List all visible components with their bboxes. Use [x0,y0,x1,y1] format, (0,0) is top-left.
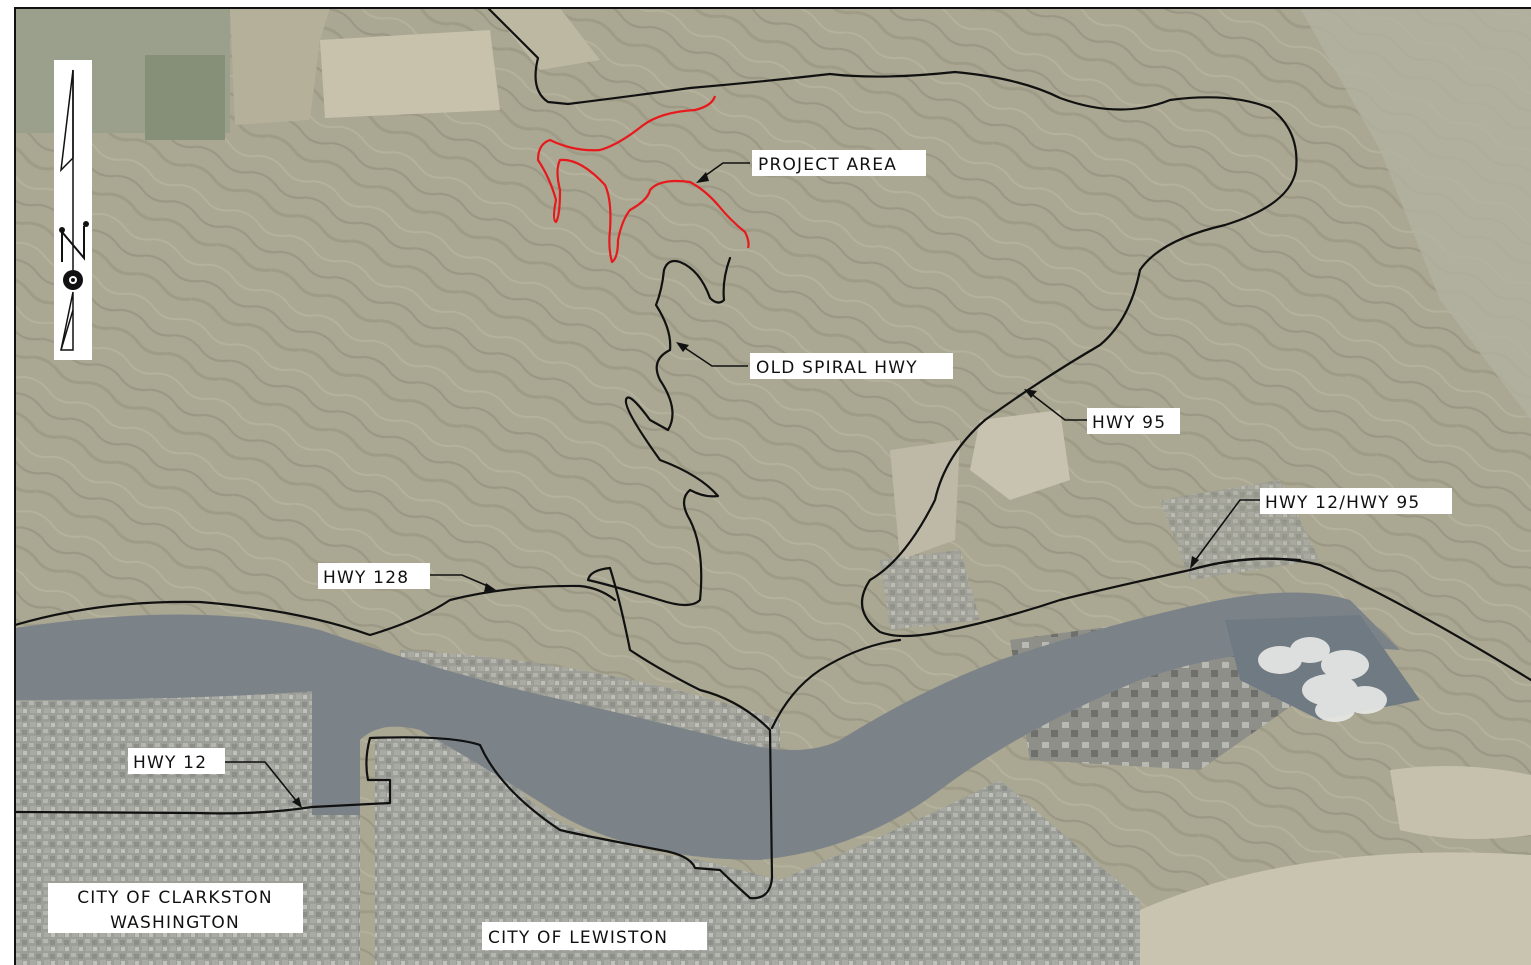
project-area-boundary [536,95,750,264]
label-old-spiral-hwy-text: OLD SPIRAL HWY [756,358,918,378]
label-clarkston-line2: WASHINGTON [110,913,240,933]
road-layer [13,6,1531,900]
label-hwy-128-text: HWY 128 [323,568,409,588]
label-project-area: PROJECT AREA [752,150,926,176]
leader-arrowheads [292,172,1199,808]
label-hwy-12: HWY 12 [128,748,225,774]
label-old-spiral-hwy: OLD SPIRAL HWY [750,353,953,379]
map-frame [14,7,1531,965]
label-project-area-text: PROJECT AREA [758,155,897,175]
label-clarkston-line1: CITY OF CLARKSTON [77,888,273,908]
steam-plume [1258,637,1387,722]
label-lewiston-text: CITY OF LEWISTON [488,928,668,948]
label-hwy-95: HWY 95 [1087,408,1180,434]
label-hwy-12-text: HWY 12 [133,753,207,773]
road-old-spiral-hwy [486,6,1531,682]
label-clarkston: CITY OF CLARKSTON WASHINGTON [48,883,303,933]
label-hwy-95-text: HWY 95 [1092,413,1166,433]
river-layer [15,592,1420,860]
label-hwy-12-95-text: HWY 12/HWY 95 [1265,493,1420,513]
north-arrow-icon [54,60,92,360]
label-hwy-128: HWY 128 [318,563,430,589]
leader-lines [225,162,1262,804]
label-lewiston: CITY OF LEWISTON [482,922,707,950]
label-hwy-12-95: HWY 12/HWY 95 [1260,488,1452,514]
